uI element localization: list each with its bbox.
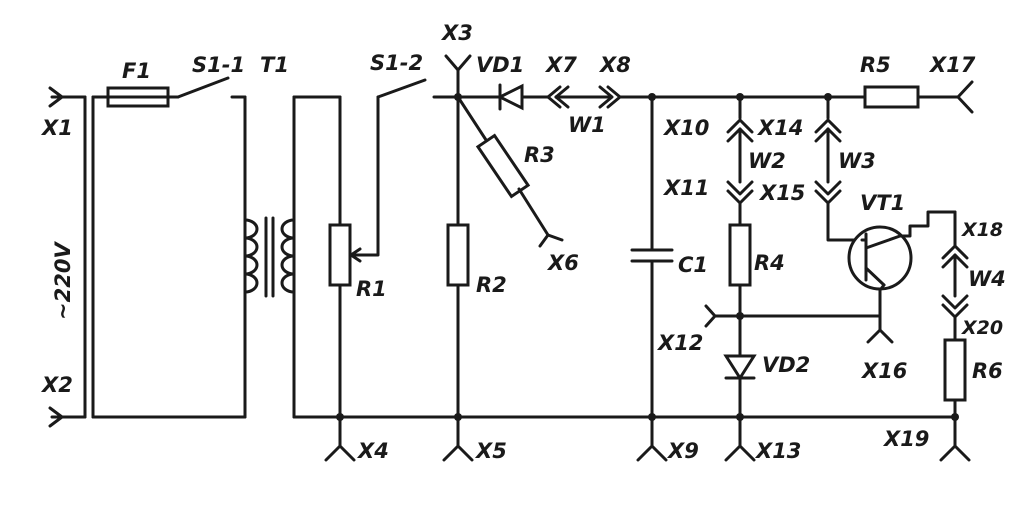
terminal-x17 [956, 80, 974, 114]
label-x11: X11 [662, 176, 709, 200]
transformer-t1 [243, 95, 957, 419]
label-t1: T1 [260, 53, 289, 77]
label-w1: W1 [568, 113, 606, 137]
label-x4: X4 [356, 439, 389, 463]
label-vt1: VT1 [860, 191, 905, 215]
mains-cord [83, 95, 247, 419]
label-w4: W4 [968, 267, 1006, 291]
branch-r4 [726, 95, 754, 358]
branch-w4 [941, 210, 969, 419]
label-x3: X3 [440, 21, 473, 45]
label-x8: X8 [598, 53, 631, 77]
label-x12: X12 [656, 331, 703, 355]
label-r6: R6 [972, 359, 1003, 383]
label-x15: X15 [758, 181, 805, 205]
terminal-x3 [444, 54, 472, 99]
terminal-x9 [636, 415, 668, 462]
label-w3: W3 [838, 149, 876, 173]
label-x14: X14 [756, 116, 803, 140]
fuse-f1 [106, 86, 180, 108]
transistor-vt1 [847, 210, 957, 292]
terminal-x13 [724, 415, 756, 462]
resistor-r5 [863, 85, 920, 109]
label-x1: X1 [40, 116, 73, 140]
label-vd1: VD1 [476, 53, 524, 77]
label-x17: X17 [928, 53, 976, 77]
connector-w1 [546, 85, 627, 109]
junctions [336, 93, 959, 421]
label-x9: X9 [666, 439, 699, 463]
label-voltage: ~220V [51, 241, 75, 320]
label-x6: X6 [546, 251, 579, 275]
label-x2: X2 [40, 373, 73, 397]
label-r3: R3 [524, 143, 555, 167]
switch-s1-1 [176, 76, 247, 419]
label-x19: X19 [882, 427, 929, 451]
switch-s1-2 [376, 78, 460, 99]
label-r5: R5 [860, 53, 891, 77]
resistor-r3 [456, 95, 550, 237]
diode-vd1 [486, 83, 550, 111]
label-x10: X10 [662, 116, 709, 140]
label-x13: X13 [754, 439, 801, 463]
diode-vd2 [723, 354, 757, 419]
potentiometer-r1 [328, 95, 380, 419]
label-x5: X5 [474, 439, 507, 463]
label-x16: X16 [860, 359, 907, 383]
terminal-x12 [704, 304, 882, 328]
label-s1-1: S1-1 [192, 53, 245, 77]
label-r1: R1 [356, 277, 387, 301]
label-x20: X20 [961, 317, 1003, 339]
resistor-r2 [446, 95, 470, 419]
terminal-x2 [48, 406, 87, 428]
terminal-x4 [324, 415, 356, 462]
label-vd2: VD2 [762, 353, 810, 377]
label-r4: R4 [754, 251, 785, 275]
label-s1-2: S1-2 [370, 51, 423, 75]
label-w2: W2 [748, 149, 786, 173]
terminal-x16 [866, 288, 894, 344]
label-f1: F1 [122, 59, 151, 83]
terminal-x19 [939, 415, 971, 462]
label-c1: C1 [678, 253, 708, 277]
label-x18: X18 [961, 219, 1003, 241]
label-x7: X7 [544, 53, 577, 77]
terminal-x1 [48, 86, 87, 108]
terminal-x6 [538, 233, 564, 248]
capacitor-c1 [630, 95, 674, 419]
label-r2: R2 [476, 273, 507, 297]
branch-w3 [814, 95, 864, 242]
terminal-x5 [442, 415, 474, 462]
